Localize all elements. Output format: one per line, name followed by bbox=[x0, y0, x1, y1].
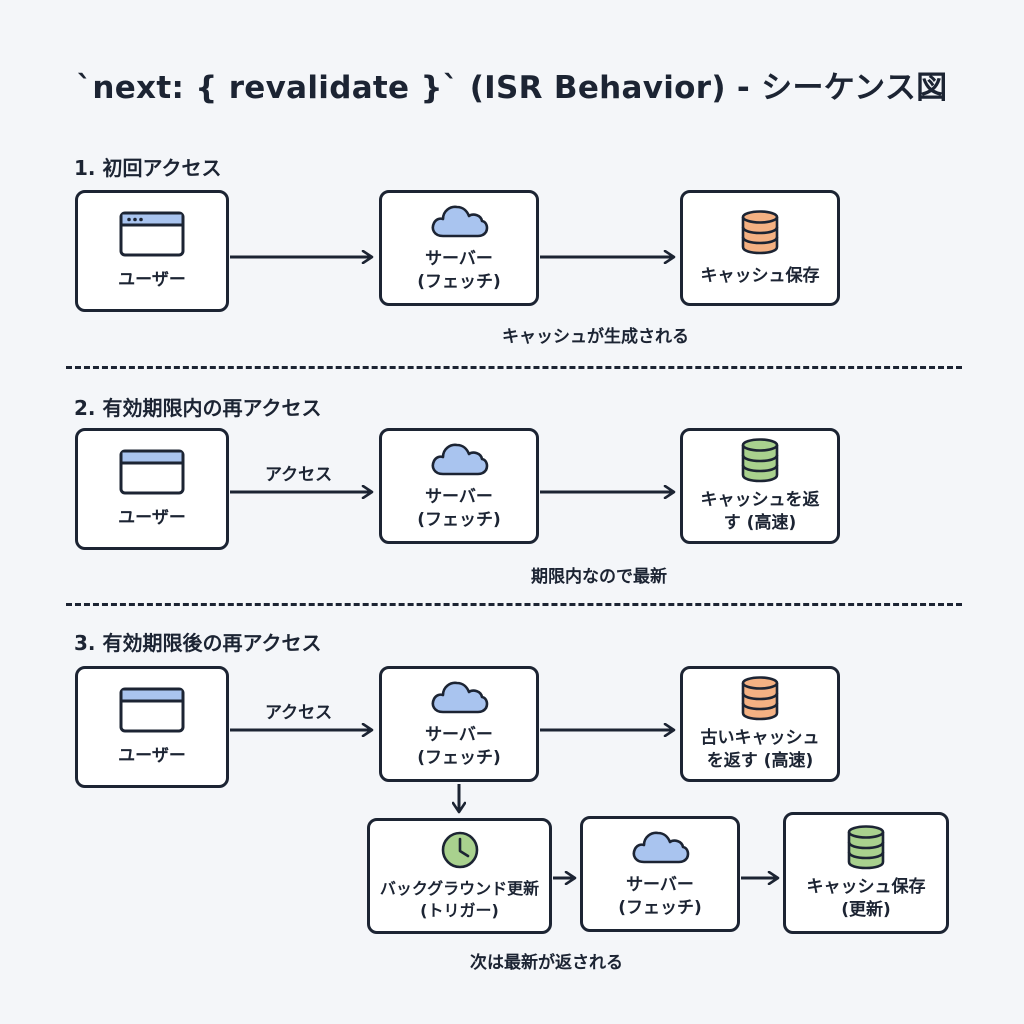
database-icon bbox=[741, 209, 779, 254]
section-1-label: 1. 初回アクセス bbox=[74, 156, 222, 180]
user-label: ユーザー bbox=[118, 507, 186, 528]
diagram-title: `next: { revalidate }` (ISR Behavior) - … bbox=[76, 70, 948, 106]
edge-label-access: アクセス bbox=[265, 703, 333, 723]
browser-window-icon bbox=[119, 449, 185, 495]
server-node: サーバー (フェッチ) bbox=[379, 428, 539, 544]
browser-window-icon bbox=[119, 211, 185, 257]
cloud-icon bbox=[632, 831, 690, 864]
background-update-label: バックグラウンド更新 (トリガー) bbox=[379, 879, 540, 920]
database-icon bbox=[741, 676, 779, 721]
cache-node: キャッシュを返 す (高速) bbox=[680, 428, 840, 544]
user-label: ユーザー bbox=[118, 745, 186, 766]
browser-window-icon bbox=[119, 687, 185, 733]
server-label: サーバー (フェッチ) bbox=[417, 487, 501, 530]
section-2-label: 2. 有効期限内の再アクセス bbox=[74, 396, 322, 420]
server-node: サーバー (フェッチ) bbox=[580, 816, 740, 932]
cache-node: キャッシュ保存 bbox=[680, 190, 840, 306]
server-node: サーバー (フェッチ) bbox=[379, 666, 539, 782]
user-node: ユーザー bbox=[75, 666, 229, 788]
stale-cache-node: 古いキャッシュ を返す (高速) bbox=[680, 666, 840, 782]
user-label: ユーザー bbox=[118, 269, 186, 290]
user-node: ユーザー bbox=[75, 428, 229, 550]
clock-icon bbox=[441, 832, 478, 869]
database-icon bbox=[741, 438, 779, 483]
edge-label-access: アクセス bbox=[265, 465, 333, 485]
cache-label: キャッシュ保存 (更新) bbox=[806, 877, 926, 920]
section-3-caption: 次は最新が返される bbox=[470, 953, 623, 973]
section-divider bbox=[66, 366, 962, 369]
section-3-label: 3. 有効期限後の再アクセス bbox=[74, 631, 322, 655]
section-divider bbox=[66, 603, 962, 606]
cloud-icon bbox=[431, 681, 489, 714]
cache-label: 古いキャッシュ を返す (高速) bbox=[700, 728, 820, 771]
server-label: サーバー (フェッチ) bbox=[417, 249, 501, 292]
background-update-node: バックグラウンド更新 (トリガー) bbox=[367, 818, 552, 934]
database-icon bbox=[847, 825, 885, 870]
cloud-icon bbox=[431, 443, 489, 476]
section-1-caption: キャッシュが生成される bbox=[502, 327, 689, 347]
section-2-caption: 期限内なので最新 bbox=[531, 567, 667, 587]
cache-label: キャッシュを返 す (高速) bbox=[700, 490, 820, 533]
user-node: ユーザー bbox=[75, 190, 229, 312]
cache-label: キャッシュ保存 bbox=[700, 265, 820, 286]
cloud-icon bbox=[431, 205, 489, 238]
server-label: サーバー (フェッチ) bbox=[417, 725, 501, 768]
cache-update-node: キャッシュ保存 (更新) bbox=[783, 812, 949, 934]
server-label: サーバー (フェッチ) bbox=[618, 875, 702, 918]
server-node: サーバー (フェッチ) bbox=[379, 190, 539, 306]
